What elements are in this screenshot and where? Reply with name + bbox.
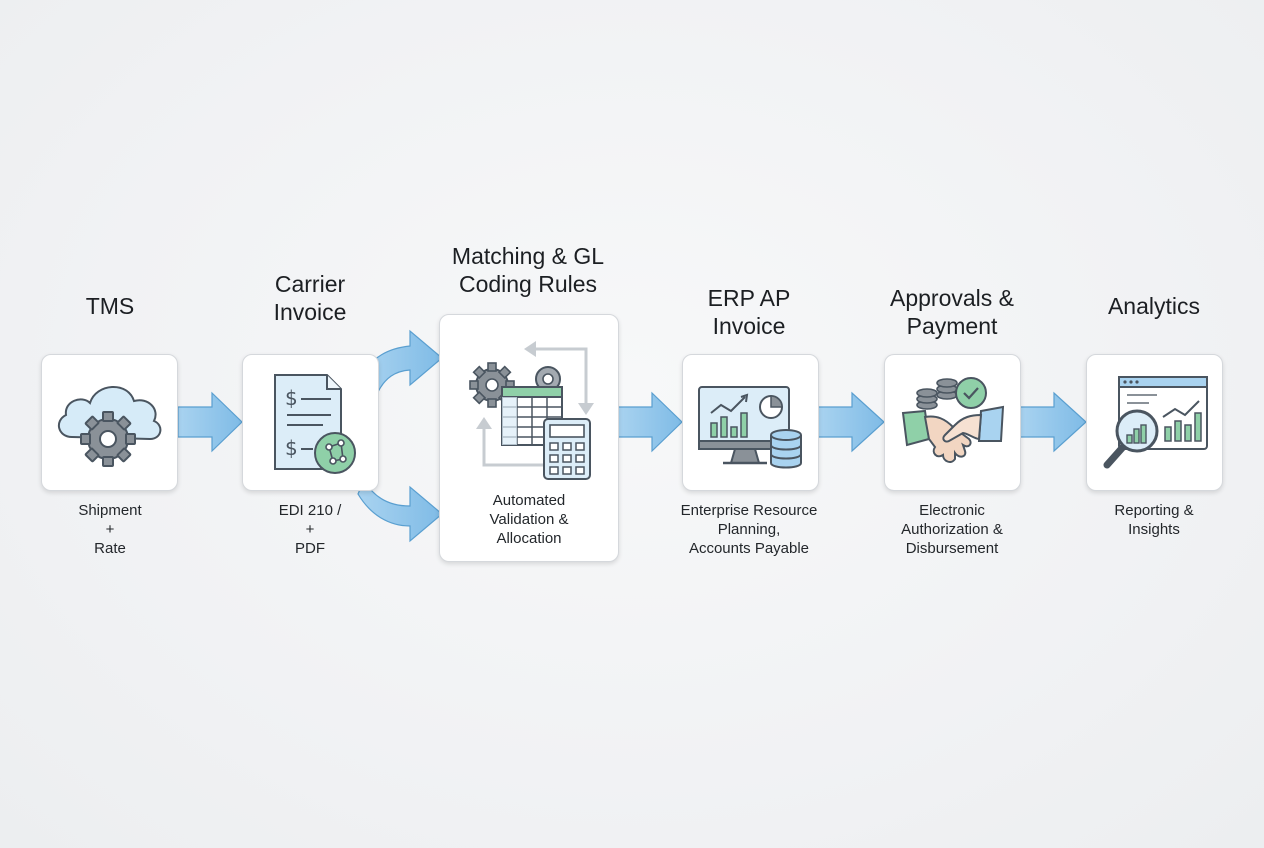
step-sub-tms: Shipment + Rate	[0, 501, 220, 558]
arrow-carrier-to-matching-upper	[363, 329, 443, 394]
step-title-carrier-invoice: Carrier Invoice	[200, 270, 420, 326]
arrow-matching-to-erp	[617, 391, 683, 453]
step-card-matching: Automated Validation & Allocation	[439, 314, 619, 562]
step-sub-line: Reporting &	[1114, 502, 1194, 519]
step-sub-line: EDI 210 /	[278, 502, 342, 519]
step-title-line: ERP AP	[707, 285, 791, 311]
step-title-line: Carrier	[274, 271, 346, 297]
step-title-line: Invoice	[273, 299, 347, 325]
spreadsheet-calculator-icon	[469, 341, 594, 480]
svg-text:$: $	[285, 386, 298, 410]
step-sub-line: Planning,	[717, 521, 781, 538]
step-sub-analytics: Reporting & Insights	[1044, 501, 1264, 539]
step-sub-line: Automated	[492, 492, 566, 509]
step-title-line: Payment	[906, 313, 998, 339]
step-title-line: Matching & GL	[451, 243, 605, 269]
handshake-coins-icon	[901, 377, 1005, 463]
step-sub-matching: Automated Validation & Allocation	[440, 491, 618, 548]
step-title-matching: Matching & GL Coding Rules	[418, 242, 638, 298]
step-sub-line: Accounts Payable	[688, 540, 810, 557]
step-sub-line: Enterprise Resource	[680, 502, 818, 519]
step-card-tms	[41, 354, 178, 491]
arrow-approvals-to-analytics	[1019, 391, 1087, 453]
step-sub-line: +	[105, 521, 115, 538]
step-sub-line: Insights	[1128, 521, 1180, 538]
step-sub-line: Disbursement	[905, 540, 999, 557]
step-sub-line: Shipment	[78, 502, 142, 519]
step-card-erp	[682, 354, 819, 491]
step-card-approvals	[884, 354, 1021, 491]
arrow-carrier-to-matching-lower	[357, 478, 443, 543]
step-title-erp: ERP AP Invoice	[639, 284, 859, 340]
step-title-line: Analytics	[1107, 293, 1201, 319]
cloud-gear-icon	[57, 386, 162, 467]
step-sub-carrier-invoice: EDI 210 / + PDF	[200, 501, 420, 558]
step-title-line: Coding Rules	[458, 271, 598, 297]
step-sub-line: Rate	[94, 540, 126, 557]
step-sub-line: Authorization &	[901, 521, 1003, 538]
step-sub-approvals: Electronic Authorization & Disbursement	[842, 501, 1062, 558]
arrow-erp-to-approvals	[817, 391, 885, 453]
step-title-tms: TMS	[0, 292, 220, 320]
step-sub-line: Validation &	[489, 511, 569, 528]
step-title-line: Approvals &	[889, 285, 1014, 311]
step-sub-line: +	[305, 521, 315, 538]
step-sub-line: Allocation	[496, 530, 562, 547]
step-card-carrier-invoice: $ $	[242, 354, 379, 491]
step-sub-erp: Enterprise Resource Planning, Accounts P…	[639, 501, 859, 558]
step-title-analytics: Analytics	[1044, 292, 1264, 320]
step-title-line: TMS	[85, 293, 135, 319]
magnifier-chart-icon	[1103, 376, 1208, 469]
monitor-chart-database-icon	[698, 386, 802, 469]
step-title-line: Invoice	[712, 313, 786, 339]
step-card-analytics	[1086, 354, 1223, 491]
step-sub-line: PDF	[295, 540, 325, 557]
step-sub-line: Electronic	[919, 502, 985, 519]
step-title-approvals: Approvals & Payment	[842, 284, 1062, 340]
arrow-tms-to-carrier	[177, 391, 243, 453]
invoice-document-icon: $ $	[274, 374, 356, 474]
svg-text:$: $	[285, 436, 298, 460]
